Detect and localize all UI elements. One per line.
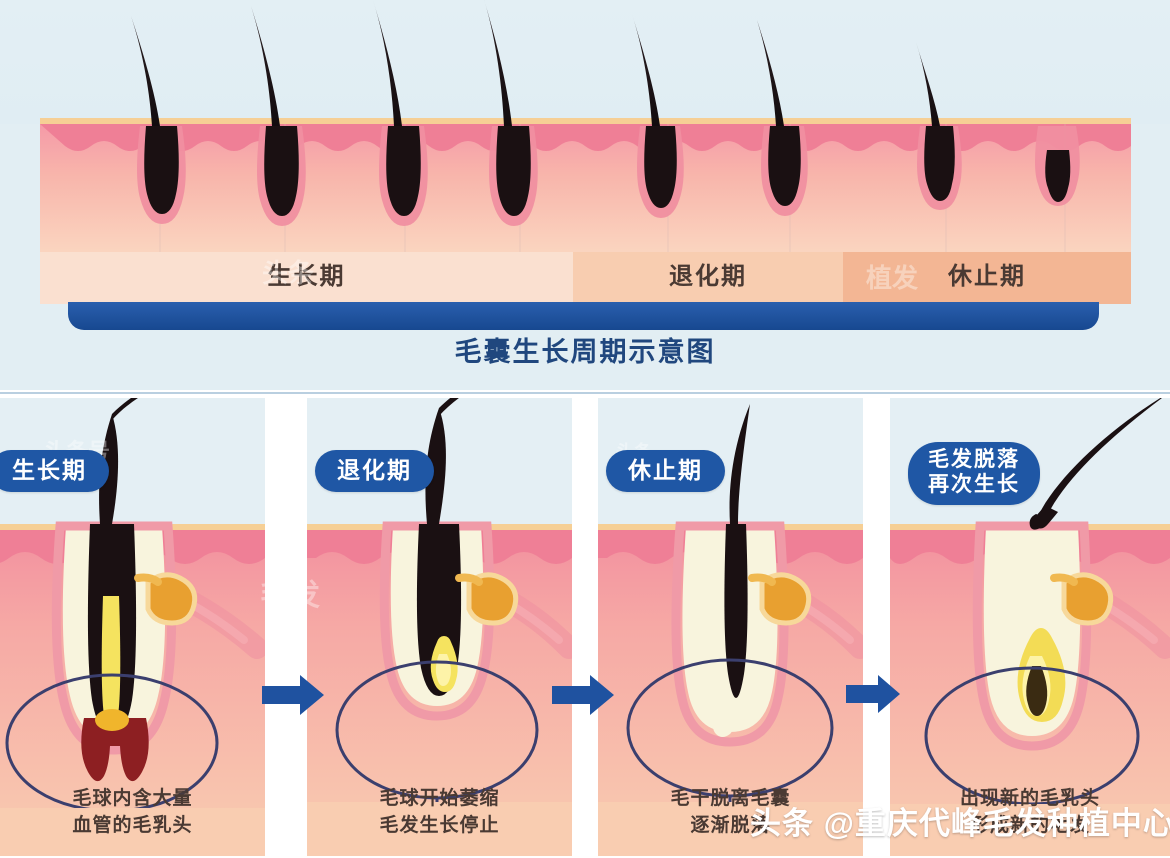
arrow-telogen-to-regrow bbox=[846, 675, 900, 713]
arrow-catagen-to-telogen bbox=[552, 675, 614, 715]
phase-label-anagen: 生长期 bbox=[267, 263, 346, 290]
badge-catagen[interactable]: 退化期 bbox=[315, 450, 434, 493]
stage-panel-catagen[interactable]: 退化期 毛球开始萎缩 毛发生长停止 bbox=[307, 398, 572, 856]
badge-telogen[interactable]: 休止期 bbox=[606, 450, 725, 493]
phase-label-telogen: 休止期 bbox=[948, 263, 1026, 290]
phase-band-catagen bbox=[573, 252, 843, 304]
shed-regrow-illustration bbox=[890, 398, 1170, 856]
phase-band-telogen bbox=[843, 252, 1131, 304]
phase-label-catagen: 退化期 bbox=[669, 263, 747, 290]
top-diagram-section: 生长期 退化期 休止期 毛囊生长周期示意图 bbox=[0, 0, 1170, 390]
bottom-stages-section: 生长期 毛球内含大量 血管的毛乳头 bbox=[0, 392, 1170, 858]
top-skin-cross-section bbox=[40, 0, 1131, 270]
timeline-bar bbox=[68, 302, 1099, 330]
catagen-illustration bbox=[307, 398, 572, 856]
shed-hair bbox=[1029, 398, 1163, 530]
panel-gap-1 bbox=[265, 394, 307, 858]
phase-band-anagen bbox=[40, 252, 573, 304]
top-follicle-group bbox=[137, 126, 1080, 226]
panel-gap-3 bbox=[863, 394, 890, 858]
top-sky-background bbox=[0, 0, 1170, 124]
stage-panel-shed-regrow[interactable]: 毛发脱落 再次生长 出现新的毛乳头 形成新的毛发 bbox=[890, 398, 1170, 856]
arrow-anagen-to-catagen bbox=[262, 675, 324, 715]
caption-anagen: 毛球内含大量 血管的毛乳头 bbox=[72, 787, 193, 837]
top-hair-shafts bbox=[131, 0, 940, 126]
channel-watermark: 头条 @重庆代峰毛发种植中心 bbox=[750, 806, 1170, 841]
stage-panel-anagen[interactable]: 生长期 毛球内含大量 血管的毛乳头 bbox=[0, 398, 265, 856]
caption-shed-regrow: 出现新的毛乳头 形成新的毛发 bbox=[959, 787, 1100, 837]
diagram-title: 毛囊生长周期示意图 bbox=[454, 337, 716, 367]
panel-gap-2 bbox=[572, 394, 598, 858]
caption-telogen: 毛干脱离毛囊 逐渐脱落 bbox=[670, 787, 791, 837]
badge-shed-regrow[interactable]: 毛发脱落 再次生长 bbox=[908, 442, 1040, 505]
stage-panel-telogen[interactable]: 休止期 毛干脱离毛囊 逐渐脱落 bbox=[598, 398, 863, 856]
telogen-illustration bbox=[598, 398, 863, 856]
badge-anagen[interactable]: 生长期 bbox=[0, 450, 109, 493]
caption-catagen: 毛球开始萎缩 毛发生长停止 bbox=[379, 787, 500, 837]
